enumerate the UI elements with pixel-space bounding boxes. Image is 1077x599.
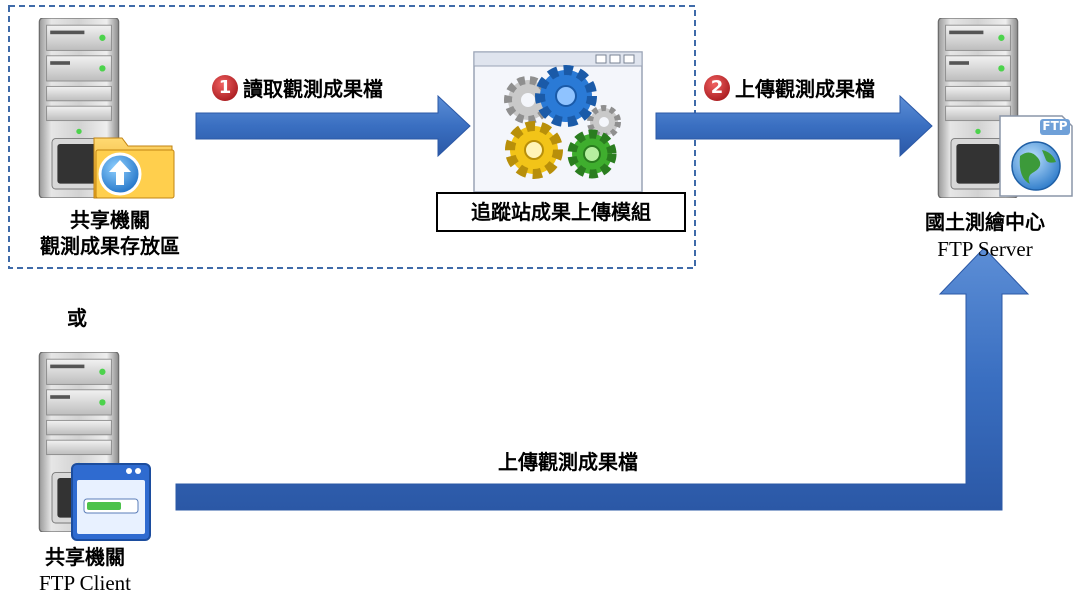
shared-storage-line2: 觀測成果存放區 [40,234,180,258]
step2-label: 上傳觀測成果檔 [735,77,875,101]
ftp-client-line2: FTP Client [39,571,131,595]
module-label-box [436,192,686,232]
step1-badge [212,75,238,101]
step2-badge [704,75,730,101]
shared-storage-line1: 共享機關 [70,208,150,232]
ftp-badge-text: FTP [1042,119,1068,133]
dashed-group-border [8,5,696,269]
step2-number: 2 [710,77,724,98]
ftp-client-line1: 共享機關 [45,545,125,569]
step1-label: 讀取觀測成果檔 [243,77,383,101]
bottom-arrow-label: 上傳觀測成果檔 [498,450,638,474]
arrow-step1 [195,94,471,158]
arrow-ftp-client-upload [175,247,1030,511]
module-label: 追蹤站成果上傳模組 [471,200,651,224]
step1-number: 1 [218,77,232,98]
or-label: 或 [67,306,87,330]
gears-window-icon [473,51,643,193]
ftp-server-line1: 國土測繪中心 [925,210,1045,234]
arrow-step2 [655,94,933,158]
ftp-server-line2: FTP Server [937,237,1033,261]
ftp-globe-icon [999,115,1073,197]
folder-upload-icon [93,137,175,199]
progress-window-icon [71,463,151,541]
